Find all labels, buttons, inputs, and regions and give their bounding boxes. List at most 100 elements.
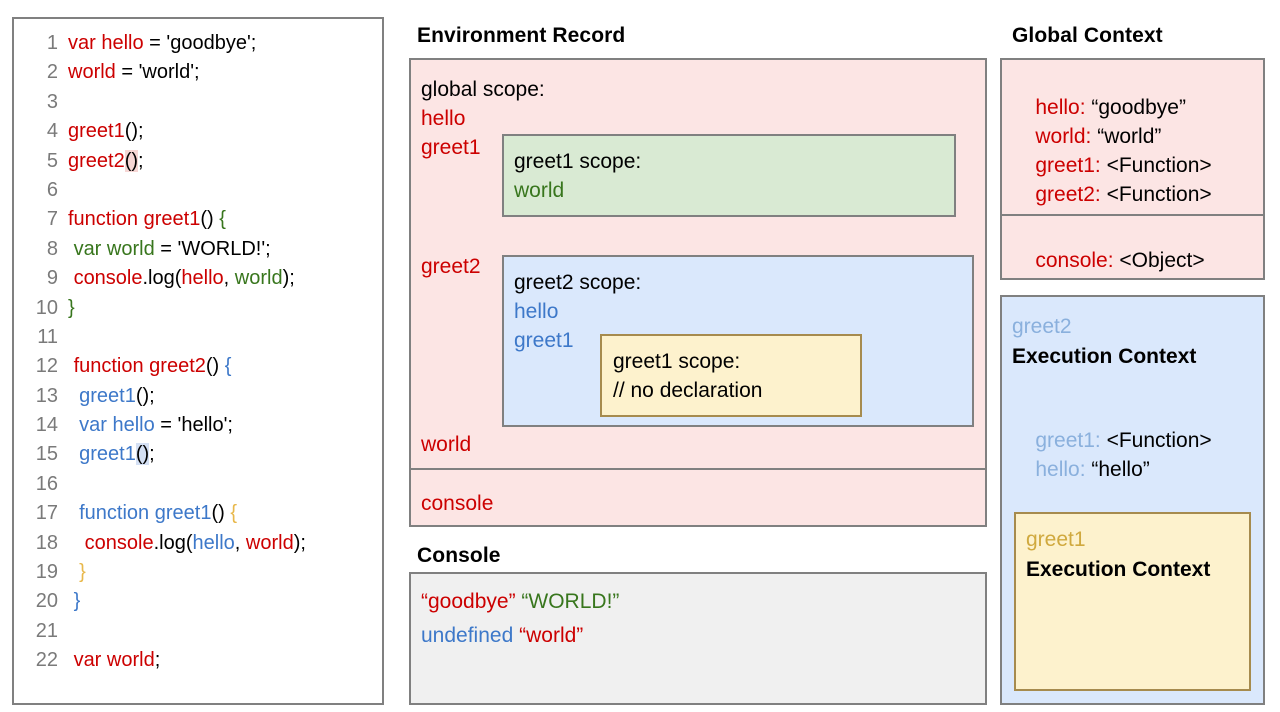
- env-var-greet2: greet2: [421, 255, 481, 278]
- code-token: (): [135, 443, 150, 466]
- line-number: 22: [35, 649, 58, 672]
- line-number: 19: [35, 561, 58, 584]
- code-token: }: [79, 561, 86, 584]
- line-number: 17: [35, 502, 58, 525]
- code-token: world: [245, 531, 294, 554]
- code-line: 17 function greet1() {: [14, 499, 382, 528]
- code-token: ;: [154, 649, 161, 672]
- code-token: .log(: [142, 267, 182, 290]
- code-token: function greet1: [68, 208, 201, 231]
- line-number: 13: [35, 384, 58, 407]
- code-token: );: [293, 531, 306, 554]
- greet2-ec-binding-hello: hello: “hello”: [1012, 434, 1149, 506]
- binding-value: <Function>: [1100, 154, 1212, 177]
- greet2-ec-name: greet2: [1012, 315, 1072, 338]
- code-line: 22 var world;: [14, 646, 382, 675]
- code-line-text: }: [58, 587, 81, 616]
- line-number: 3: [46, 90, 58, 113]
- greet1-scope-label: greet1 scope:: [514, 150, 642, 173]
- binding-value: <Function>: [1100, 183, 1212, 206]
- console-token: “world”: [519, 624, 584, 647]
- code-line: 14 var hello = 'hello';: [14, 411, 382, 440]
- binding-key: greet1:: [1035, 429, 1101, 452]
- greet2-scope-var-greet1: greet1: [514, 329, 574, 352]
- binding-key: hello:: [1035, 96, 1086, 119]
- code-line: 11: [14, 323, 382, 352]
- global-context-divider: [1000, 214, 1265, 216]
- code-line-text: }: [58, 294, 75, 323]
- code-line: 3: [14, 88, 382, 117]
- code-token: [68, 532, 85, 554]
- code-token: var hello: [68, 32, 144, 54]
- code-line: 21: [14, 617, 382, 646]
- code-token: }: [68, 296, 75, 319]
- line-number: 9: [46, 267, 58, 290]
- code-line-text: greet1();: [58, 382, 155, 411]
- code-token: greet1: [68, 120, 125, 143]
- global-binding-hello: hello: “goodbye”: [1012, 72, 1186, 144]
- greet1-ec-name: greet1: [1026, 528, 1086, 551]
- code-line: 8 var world = 'WORLD!';: [14, 235, 382, 264]
- console-title: Console: [417, 544, 501, 567]
- code-token: }: [73, 590, 81, 613]
- environment-record-divider: [409, 468, 987, 470]
- code-token: hello: [192, 531, 235, 554]
- code-token: [68, 502, 79, 524]
- code-line-text: console.log(hello, world);: [58, 529, 306, 558]
- code-token: world: [68, 61, 116, 84]
- line-number: 6: [46, 178, 58, 201]
- code-token: {: [230, 502, 238, 525]
- environment-record-title: Environment Record: [417, 24, 626, 47]
- code-line-text: var hello = 'goodbye';: [58, 29, 256, 58]
- line-number: 1: [46, 32, 58, 54]
- code-token: ,: [234, 531, 246, 554]
- code-line-text: var hello = 'hello';: [58, 411, 233, 440]
- code-token: ();: [135, 384, 155, 407]
- code-token: hello: [181, 267, 224, 290]
- line-number: 21: [35, 619, 58, 642]
- code-token: =: [143, 32, 167, 54]
- code-line: 20 }: [14, 587, 382, 616]
- greet1-inner-scope-comment: // no declaration: [613, 379, 763, 402]
- greet1-inner-scope-label: greet1 scope:: [613, 350, 741, 373]
- greet1-ec-heading: Execution Context: [1026, 558, 1211, 581]
- env-var-world: world: [421, 433, 472, 456]
- binding-key: console:: [1035, 249, 1114, 272]
- global-context-panel: [1000, 58, 1265, 280]
- code-line: 19 }: [14, 558, 382, 587]
- code-token: = 'WORLD!';: [154, 237, 271, 260]
- code-token: console: [84, 531, 154, 554]
- greet1-scope-box: [502, 134, 956, 217]
- binding-value: <Object>: [1113, 249, 1205, 272]
- code-line: 16: [14, 470, 382, 499]
- code-line-text: greet1();: [58, 117, 144, 146]
- line-number: 2: [46, 61, 58, 84]
- code-line-text: greet2();: [58, 147, 144, 176]
- binding-key: greet2:: [1035, 183, 1101, 206]
- code-line: 18 console.log(hello, world);: [14, 529, 382, 558]
- code-token: ();: [124, 120, 144, 143]
- code-token: var world: [73, 237, 155, 260]
- line-number: 5: [46, 149, 58, 172]
- global-binding-world: world: “world”: [1012, 101, 1161, 173]
- line-number: 12: [35, 355, 58, 378]
- binding-key: world:: [1035, 125, 1092, 148]
- code-line: 6: [14, 176, 382, 205]
- binding-value: “world”: [1091, 125, 1162, 148]
- code-token: {: [224, 355, 232, 378]
- code-token: = 'hello';: [154, 414, 233, 437]
- code-token: ;: [138, 149, 144, 172]
- code-token: 'goodbye';: [166, 32, 257, 54]
- code-line: 9 console.log(hello, world);: [14, 264, 382, 293]
- console-output-line: “goodbye” “WORLD!”: [421, 590, 619, 614]
- env-var-hello: hello: [421, 107, 466, 130]
- code-line-text: function greet1() {: [58, 205, 226, 234]
- env-var-console: console: [421, 492, 494, 515]
- line-number: 4: [46, 120, 58, 143]
- greet2-scope-var-hello: hello: [514, 300, 559, 323]
- greet2-scope-label: greet2 scope:: [514, 271, 642, 294]
- global-scope-label: global scope:: [421, 78, 545, 101]
